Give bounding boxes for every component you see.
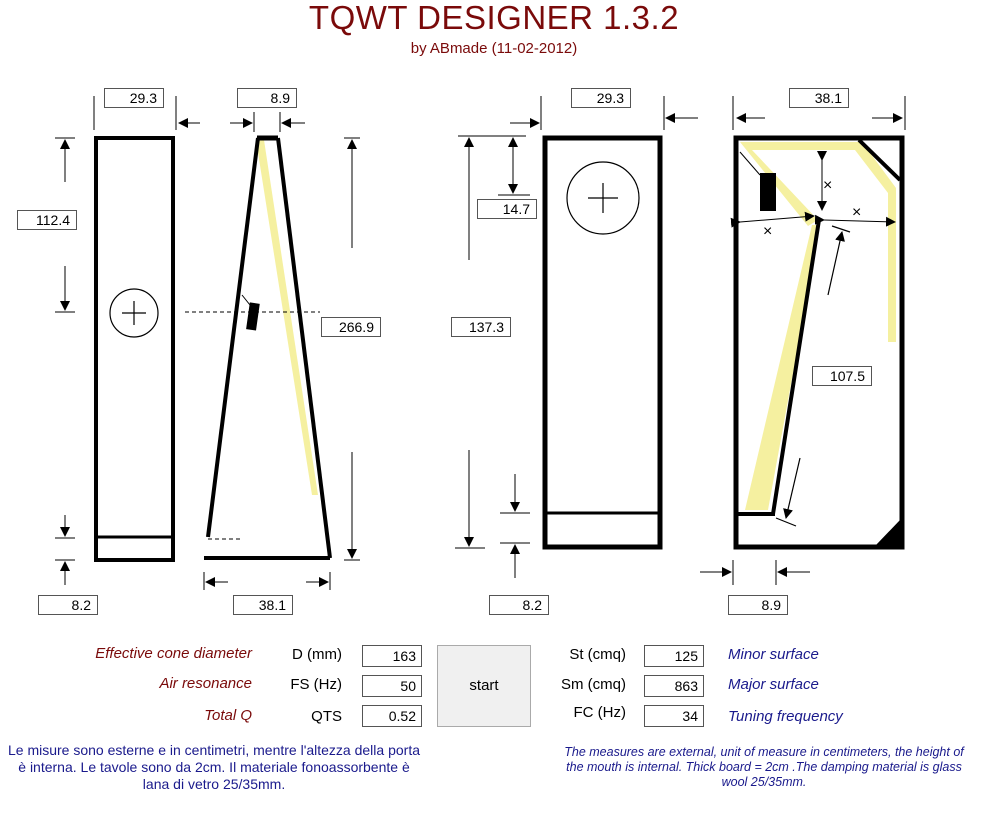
right-bottom-dim: 8.2 (489, 595, 549, 615)
minor-surface-label: Minor surface (728, 646, 819, 663)
right-width-dim: 29.3 (571, 88, 631, 108)
svg-text:×: × (823, 177, 832, 194)
tuning-frequency-input[interactable] (644, 705, 704, 727)
major-surface-label: Major surface (728, 676, 819, 693)
tuning-frequency-label: Tuning frequency (728, 708, 843, 725)
left-front-view (94, 136, 175, 562)
cone-diameter-param: D (mm) (292, 646, 342, 663)
left-side-view (185, 135, 332, 560)
driver-icon (246, 302, 260, 331)
minor-surface-param: St (cmq) (569, 646, 626, 663)
total-q-input[interactable] (362, 705, 422, 727)
speaker-circle-icon (566, 161, 640, 235)
right-side-view: × × × (730, 135, 905, 550)
app-subtitle: by ABmade (11-02-2012) (410, 40, 578, 57)
right-line-length-dim: 107.5 (812, 366, 872, 386)
air-resonance-input[interactable] (362, 675, 422, 697)
driver-icon (760, 173, 776, 211)
note-italian: Le misure sono esterne e in centimetri, … (8, 742, 420, 792)
air-resonance-param: FS (Hz) (290, 676, 342, 693)
speaker-circle-icon (109, 288, 159, 338)
left-bottom-dim: 8.2 (38, 595, 98, 615)
air-resonance-label: Air resonance (159, 675, 252, 692)
tuning-frequency-param: FC (Hz) (573, 704, 627, 721)
cabinet-drawing: × × × (55, 96, 906, 590)
right-mouth-dim: 8.9 (728, 595, 788, 615)
total-q-param: QTS (311, 708, 342, 725)
right-top-dim: 14.7 (477, 199, 537, 219)
minor-surface-input[interactable] (644, 645, 704, 667)
cone-diameter-input[interactable] (362, 645, 422, 667)
left-depth-dim: 38.1 (233, 595, 293, 615)
right-height-dim: 137.3 (451, 317, 511, 337)
left-speaker-height-dim: 112.4 (17, 210, 77, 230)
note-english: The measures are external, unit of measu… (564, 745, 964, 789)
total-q-label: Total Q (204, 707, 252, 724)
svg-text:×: × (852, 204, 861, 221)
right-depth-dim: 38.1 (789, 88, 849, 108)
cone-diameter-label: Effective cone diameter (95, 645, 252, 662)
major-surface-input[interactable] (644, 675, 704, 697)
app-title: TQWT DESIGNER 1.3.2 (308, 0, 680, 36)
major-surface-param: Sm (cmq) (561, 676, 626, 693)
start-button[interactable]: start (437, 645, 531, 727)
right-front-view (542, 135, 663, 550)
svg-text:×: × (763, 223, 772, 240)
left-total-height-dim: 266.9 (321, 317, 381, 337)
left-width-dim: 29.3 (104, 88, 164, 108)
left-board-dim: 8.9 (237, 88, 297, 108)
